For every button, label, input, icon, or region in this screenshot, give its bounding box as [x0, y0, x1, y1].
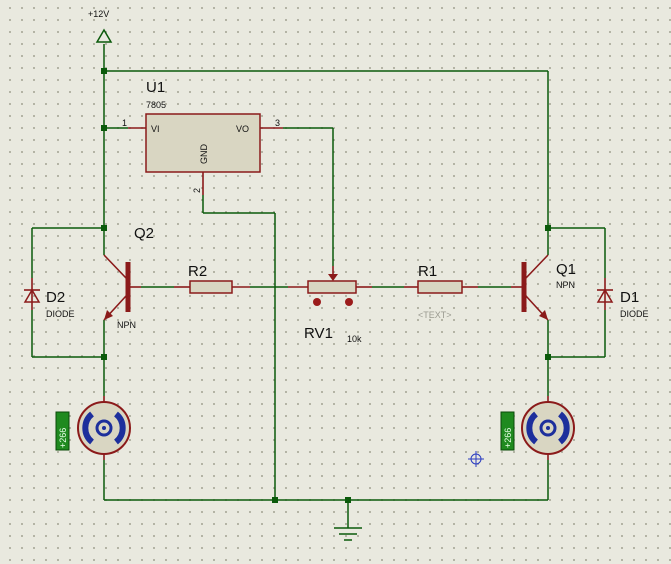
- q2-type: NPN: [117, 320, 136, 330]
- resistor-r1[interactable]: R1 <TEXT>: [404, 263, 478, 320]
- pin-gnd-label: GND: [199, 144, 209, 165]
- pin-1-number: 1: [122, 118, 127, 128]
- pin-vi-label: VI: [151, 124, 160, 134]
- crosshair-cursor-icon: [468, 451, 484, 467]
- q2-ref: Q2: [134, 225, 154, 242]
- resistor-r2[interactable]: R2: [174, 263, 250, 294]
- q1-type: NPN: [556, 280, 575, 290]
- wires: [31, 44, 606, 528]
- r1-value: <TEXT>: [418, 310, 452, 320]
- d1-ref: D1: [620, 289, 639, 306]
- rv1-ref: RV1: [304, 325, 333, 342]
- motor-right-readout: +266: [500, 411, 515, 451]
- pot-decrease-button[interactable]: [313, 298, 321, 306]
- ground-symbol: [334, 527, 362, 541]
- motor-left[interactable]: +266: [55, 396, 131, 460]
- d1-value: DIODE: [620, 309, 649, 319]
- pot-increase-button[interactable]: [345, 298, 353, 306]
- transistor-q1[interactable]: Q1 NPN: [511, 254, 576, 321]
- q1-ref: Q1: [556, 261, 576, 278]
- pin-vo-label: VO: [236, 124, 249, 134]
- regulator-u1[interactable]: U1 7805 VI VO GND 1 2 3: [122, 79, 283, 195]
- r2-ref: R2: [188, 263, 207, 280]
- r1-ref: R1: [418, 263, 437, 280]
- pin-2-number: 2: [192, 188, 202, 193]
- motor-right-readout-text: +266: [503, 428, 513, 448]
- transistor-q2[interactable]: Q2 NPN: [103, 225, 154, 330]
- power-terminal[interactable]: +12V: [88, 9, 113, 43]
- regulator-value: 7805: [146, 100, 166, 110]
- regulator-ref: U1: [146, 79, 165, 96]
- motor-right[interactable]: +266: [500, 396, 575, 460]
- junction-dots: [101, 68, 551, 503]
- power-label: +12V: [88, 9, 109, 19]
- rv1-value: 10k: [347, 334, 362, 344]
- diode-d1[interactable]: D1 DIODE: [596, 278, 649, 319]
- potentiometer-rv1[interactable]: RV1 10k: [288, 266, 372, 344]
- diode-d2[interactable]: D2 DIODE: [23, 278, 75, 319]
- d2-ref: D2: [46, 289, 65, 306]
- pin-3-number: 3: [275, 118, 280, 128]
- d2-value: DIODE: [46, 309, 75, 319]
- motor-left-readout-text: +266: [58, 428, 68, 448]
- motor-left-readout: +266: [55, 411, 70, 451]
